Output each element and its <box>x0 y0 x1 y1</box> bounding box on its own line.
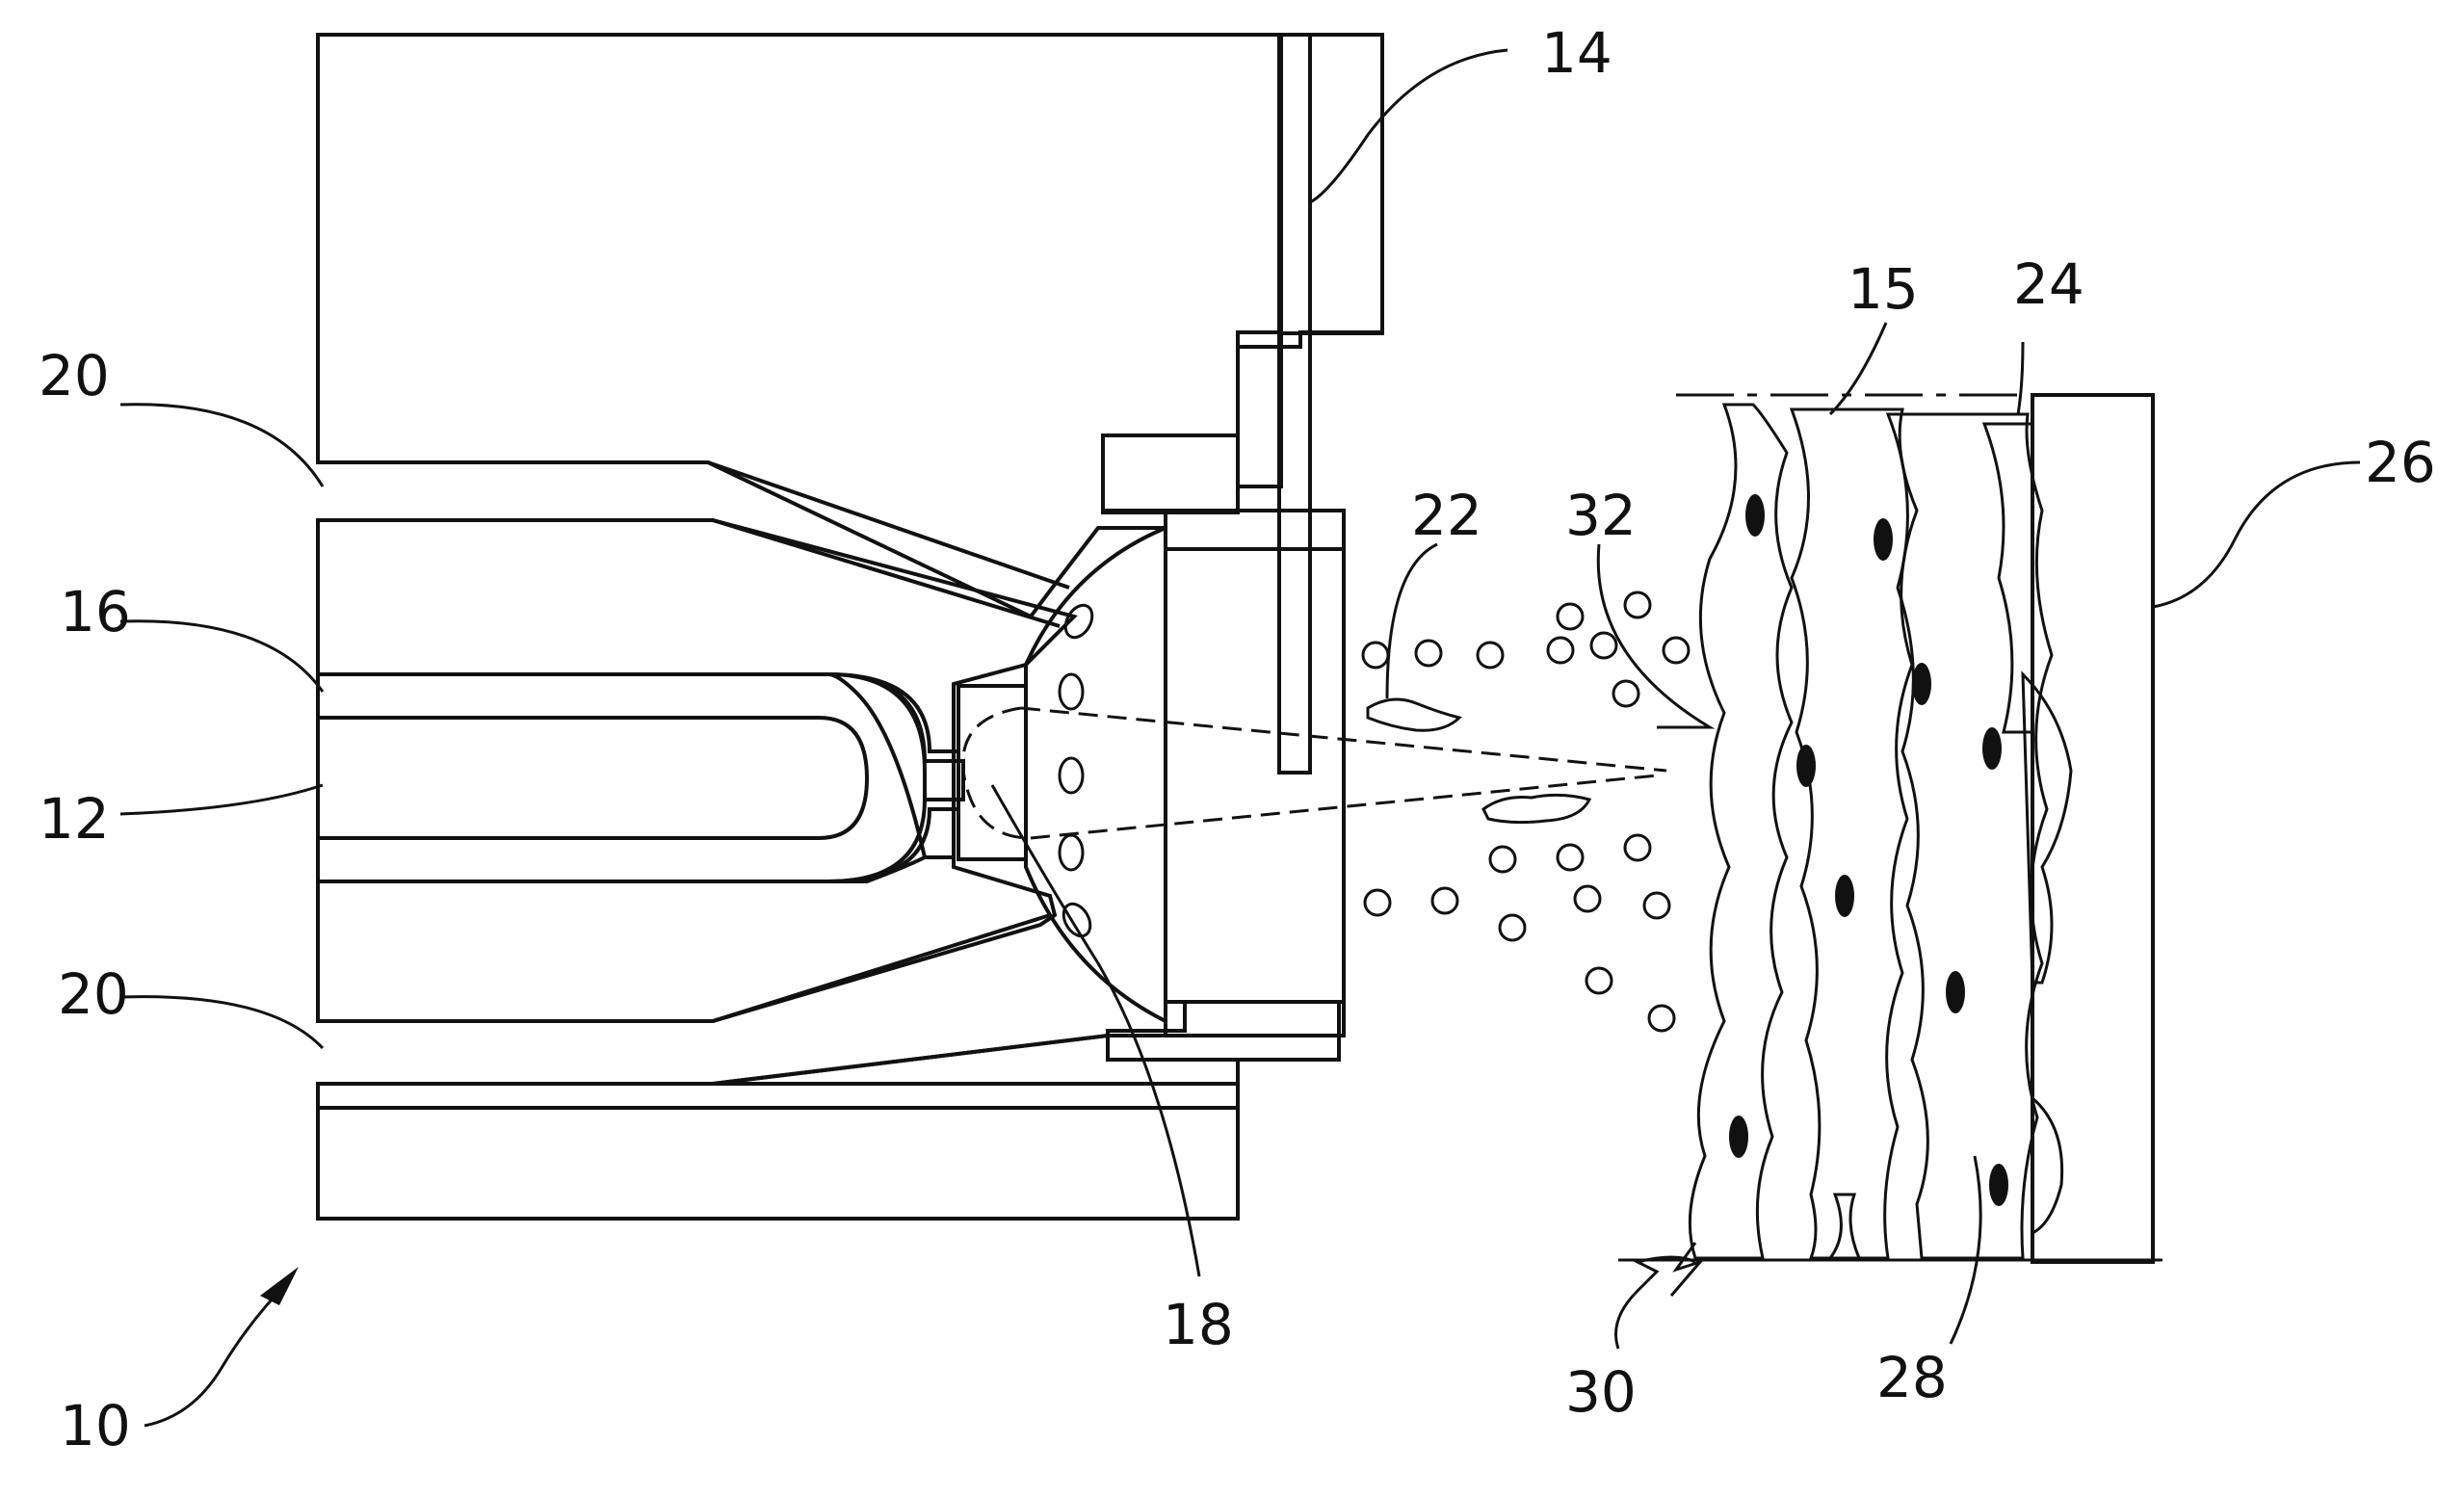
needle <box>318 718 867 838</box>
label-26: 26 <box>2365 430 2436 495</box>
label-32: 32 <box>1565 483 1637 548</box>
label-20-upper: 20 <box>39 343 110 408</box>
electrode <box>1279 35 1310 773</box>
label-10: 10 <box>60 1393 131 1458</box>
spray-droplets <box>1363 592 1689 1031</box>
label-28: 28 <box>1876 1345 1948 1410</box>
label-18: 18 <box>1163 1292 1234 1357</box>
deposited-coating <box>1690 405 2071 1258</box>
label-20-lower: 20 <box>58 961 129 1027</box>
label-12: 12 <box>39 786 110 852</box>
label-22: 22 <box>1411 483 1482 548</box>
spray-gun-body <box>318 35 1382 1219</box>
label-14: 14 <box>1541 20 1612 86</box>
label-16: 16 <box>60 579 131 644</box>
nozzle-head <box>958 528 1666 1021</box>
label-30: 30 <box>1565 1359 1637 1425</box>
reference-numerals: 14 20 16 12 20 22 32 15 24 26 18 28 30 1… <box>39 20 2436 1458</box>
label-24: 24 <box>2013 251 2084 317</box>
air-passages <box>318 462 1108 1084</box>
label-15: 15 <box>1848 256 1919 322</box>
